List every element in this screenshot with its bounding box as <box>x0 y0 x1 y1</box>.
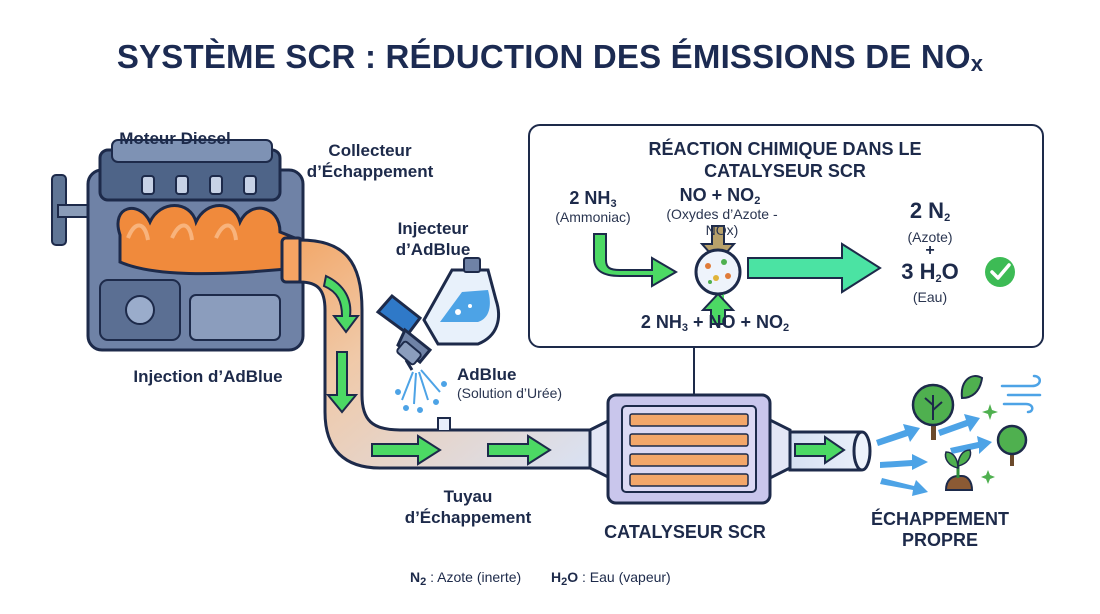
injection-label: Injection d’AdBlue <box>133 367 283 386</box>
adblue-sub-label: (Solution d’Urée) <box>457 385 563 401</box>
h2o-formula: 3 H2O <box>901 259 959 286</box>
reaction-panel <box>528 124 1044 348</box>
nox-formula: NO + NO2 <box>679 185 761 207</box>
wind-icon <box>1000 374 1042 414</box>
adblue-spray <box>395 369 447 413</box>
small-tree-icon <box>996 424 1028 466</box>
reaction-chamber-icon <box>694 248 742 296</box>
tree-icon <box>911 383 955 440</box>
nox-description: (Oxydes d’Azote - NOx) <box>666 206 778 238</box>
reaction-arrow-nh3 <box>593 233 678 288</box>
sparkle-icon <box>981 404 998 484</box>
nh3-formula: 2 NH3 <box>569 188 617 210</box>
legend: N2 : Azote (inerte) H2O : Eau (vapeur) <box>410 569 710 588</box>
scr-catalyst <box>588 348 872 505</box>
page-title: SYSTÈME SCR : RÉDUCTION DES ÉMISSIONS DE… <box>116 38 984 76</box>
clean-exhaust-arrows <box>876 414 992 496</box>
catalyst-label: CATALYSEUR SCR <box>604 522 766 542</box>
nh3-description: (Ammoniac) <box>555 209 631 225</box>
legend-h2o: H2O : Eau (vapeur) <box>550 569 671 588</box>
h2o-description: (Eau) <box>912 289 948 305</box>
reaction-arrow-up <box>700 292 736 325</box>
adblue-injector-icon <box>375 257 501 371</box>
legend-n2: N2 : Azote (inerte) <box>410 569 522 588</box>
exhaust-manifold <box>116 204 304 284</box>
adblue-label: AdBlue <box>457 365 517 384</box>
flow-arrows <box>322 274 846 466</box>
engine-label: Moteur Diesel <box>119 129 231 148</box>
plus-sign: + <box>925 242 935 259</box>
reaction-equation: 2 NH3 + NO + NO2 <box>640 312 790 334</box>
reaction-arrow-output <box>747 242 882 294</box>
n2-formula: 2 N2 <box>909 198 951 225</box>
sprout-icon <box>944 449 974 491</box>
reaction-title: RÉACTION CHIMIQUE DANS LE CATALYSEUR SCR <box>648 139 922 181</box>
leaf-icon <box>960 375 984 400</box>
n2-description: (Azote) <box>907 229 953 245</box>
check-icon <box>985 257 1015 287</box>
